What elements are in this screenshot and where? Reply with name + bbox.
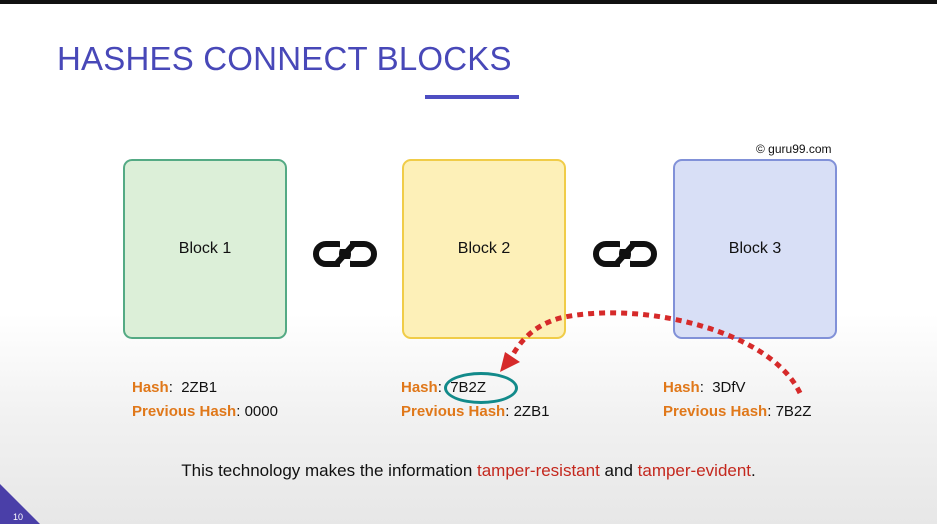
tamper-evident-text: tamper-evident (637, 461, 752, 480)
top-border (0, 0, 937, 4)
footer-text-end: . (751, 461, 756, 480)
block-3-previous-hash: Previous Hash: 7B2Z (663, 403, 812, 420)
hash-label: Hash (132, 379, 169, 396)
slide-title: HASHES CONNECT BLOCKS (57, 40, 512, 77)
tamper-resistant-text: tamper-resistant (477, 461, 600, 480)
hash-highlight-ring (444, 372, 518, 404)
block-1-previous-hash: Previous Hash: 0000 (132, 403, 278, 420)
block-2-previous-hash: Previous Hash: 2ZB1 (401, 403, 550, 420)
footer-text-start: This technology makes the information (181, 461, 477, 480)
hash-label: Hash (663, 379, 700, 396)
previous-hash-value: 0000 (244, 403, 278, 420)
chain-link-icon (313, 240, 377, 268)
hash-label: Hash (401, 379, 438, 396)
copyright-notice: © guru99.com (756, 142, 832, 156)
slide-number: 10 (13, 512, 24, 522)
block-1-label: Block 1 (178, 240, 232, 257)
block-1-hash: Hash: 2ZB1 (132, 379, 218, 396)
previous-hash-label: Previous Hash (663, 403, 768, 420)
slide-number-corner (0, 484, 40, 524)
block-2-label: Block 2 (457, 240, 511, 257)
block-1: Block 1 (123, 159, 287, 339)
title-underline (425, 95, 519, 99)
block-2: Block 2 (402, 159, 566, 339)
previous-hash-value: 7B2Z (775, 403, 812, 420)
block-3-label: Block 3 (728, 240, 782, 257)
block-3-hash: Hash: 3DfV (663, 379, 746, 396)
chain-link-icon (593, 240, 657, 268)
footer-text-middle: and (599, 461, 638, 480)
previous-hash-value: 2ZB1 (513, 403, 550, 420)
hash-value: 3DfV (712, 379, 746, 396)
previous-hash-label: Previous Hash (132, 403, 237, 420)
previous-hash-label: Previous Hash (401, 403, 506, 420)
block-3: Block 3 (673, 159, 837, 339)
arrow-head-icon (500, 352, 520, 372)
hash-value: 2ZB1 (181, 379, 218, 396)
footer-statement: This technology makes the information ta… (0, 461, 937, 481)
